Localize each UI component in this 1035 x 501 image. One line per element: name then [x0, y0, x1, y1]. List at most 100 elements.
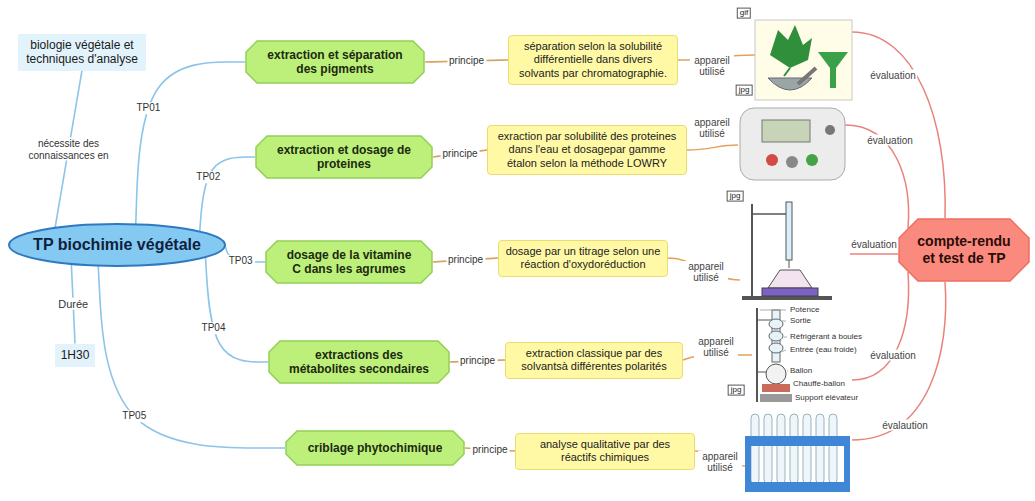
test-tube	[751, 414, 759, 484]
node-text: extraction et dosage de proteines	[271, 143, 417, 172]
topic-octagon: criblage phytochimique	[285, 430, 465, 466]
principle-box: analyse qualitative par des réactifs chi…	[515, 433, 695, 470]
file-type-tag: jpg	[727, 191, 744, 202]
titration-picture	[742, 202, 832, 300]
octagon-shape	[269, 341, 449, 383]
octagon-shape	[266, 241, 432, 283]
node-text: compte-rendu et test de TP	[916, 233, 1012, 267]
node-text: criblage phytochimique	[308, 441, 443, 455]
evaluation-line	[852, 272, 909, 380]
evaluation-line	[850, 253, 898, 255]
test-tube	[777, 414, 785, 484]
part-leader	[787, 371, 788, 372]
topic-octagon: extraction et séparation des pigments	[245, 40, 425, 84]
leader-line	[687, 145, 738, 150]
connector	[136, 62, 245, 224]
leaf-stem	[784, 68, 790, 76]
evaluation-caption: évaluation	[850, 239, 898, 250]
topic-octagon: extraction et dosage de proteines	[255, 135, 433, 179]
part-leader	[781, 350, 786, 352]
part-name: Réfrigérant à boules	[790, 333, 862, 342]
file-type-tag: jpg	[736, 85, 753, 96]
evaluation-caption: évaluation	[866, 135, 914, 146]
node-text: 1H30	[61, 348, 90, 362]
evaluation-line	[852, 32, 945, 218]
connector	[205, 257, 268, 362]
node-text: dosage de la vitamine C dans les agrumes	[281, 248, 417, 277]
test-tube	[790, 414, 798, 484]
file-type-tag: gif	[737, 8, 751, 19]
octagon-shape	[899, 219, 1029, 281]
rack-post	[745, 436, 751, 492]
info-box: biologie végétale et techniques d'analys…	[18, 34, 146, 71]
heater	[762, 384, 790, 392]
node-text: exraction par solubilité des proteines d…	[494, 130, 680, 170]
edge-label: principe	[446, 254, 485, 266]
clamp	[757, 320, 772, 321]
device-button	[806, 154, 818, 166]
node-text: extraction classique par des solvantsà d…	[512, 347, 676, 373]
apparatus-caption: appareil utilisé	[690, 117, 734, 139]
part-leader	[784, 337, 787, 338]
rack-post	[844, 436, 850, 492]
node-text: extractions des métabolites secondaires	[284, 348, 434, 377]
stirrer	[762, 288, 818, 296]
colorimeter-picture	[740, 108, 845, 180]
file-type-tag: jpg	[728, 385, 745, 396]
ellipse-shape	[9, 224, 225, 266]
test-tube	[764, 414, 772, 484]
funnel	[818, 52, 848, 88]
part-name: Sortie	[790, 317, 811, 326]
flask	[768, 270, 812, 288]
node-text: TP biochimie végétale	[33, 235, 201, 254]
part-name: Entrée (eau froide)	[790, 346, 857, 355]
apparatus-caption: appareil utilisé	[694, 336, 738, 358]
edge-label: TP01	[135, 103, 163, 115]
stand-base	[742, 296, 832, 300]
test-tube	[829, 414, 837, 484]
rack-bar	[745, 436, 850, 446]
info-box: 1H30	[55, 344, 95, 367]
edge-label: TP04	[200, 322, 228, 334]
edge-label: principe	[440, 148, 479, 160]
node-text: biologie végétale et techniques d'analys…	[23, 38, 141, 67]
edge-label: nécessite des connaissances en	[24, 138, 113, 161]
principle-box: exraction par solubilité des proteines d…	[487, 125, 687, 175]
burette	[786, 202, 792, 260]
apparatus-caption: appareil utilisé	[698, 451, 742, 473]
clamp	[752, 213, 788, 215]
part-leaders	[760, 310, 788, 371]
test-tube	[816, 414, 824, 484]
pestle	[798, 68, 816, 84]
evaluation-caption: évaluation	[869, 350, 917, 361]
octagon-shape	[246, 41, 424, 83]
principle-box: extraction classique par des solvantsà d…	[505, 342, 683, 379]
evaluation-octagon: compte-rendu et test de TP	[898, 218, 1030, 282]
part-leader	[760, 310, 786, 311]
apparatus-caption: appareil utilisé	[684, 261, 728, 283]
topic-octagon: dosage de la vitamine C dans les agrumes	[265, 240, 433, 284]
edge-label: principe	[458, 355, 497, 367]
evaluation-caption: évalaution	[881, 420, 929, 431]
part-name: Potence	[790, 306, 819, 315]
part-name: Support élévateur	[795, 394, 858, 403]
flask	[766, 364, 786, 384]
connector	[200, 157, 255, 232]
condenser-bulb	[769, 343, 783, 353]
clamp	[757, 372, 766, 373]
apparatus-caption: appareil utilisé	[690, 55, 734, 77]
stand-rod	[751, 204, 753, 298]
node-text: analyse qualitative par des réactifs chi…	[522, 438, 688, 464]
device-button	[786, 156, 798, 168]
picture-frame	[755, 20, 852, 100]
edge-label: TP05	[120, 411, 148, 423]
device-screen	[762, 120, 810, 142]
test-tube	[803, 414, 811, 484]
principle-box: séparation selon la solubilité différent…	[508, 35, 678, 85]
reflux-picture	[757, 308, 792, 402]
device-button	[825, 125, 835, 135]
evaluation-caption: évaluation	[869, 70, 917, 81]
edge-label: Durée	[56, 297, 90, 310]
stand-rod	[756, 308, 758, 402]
